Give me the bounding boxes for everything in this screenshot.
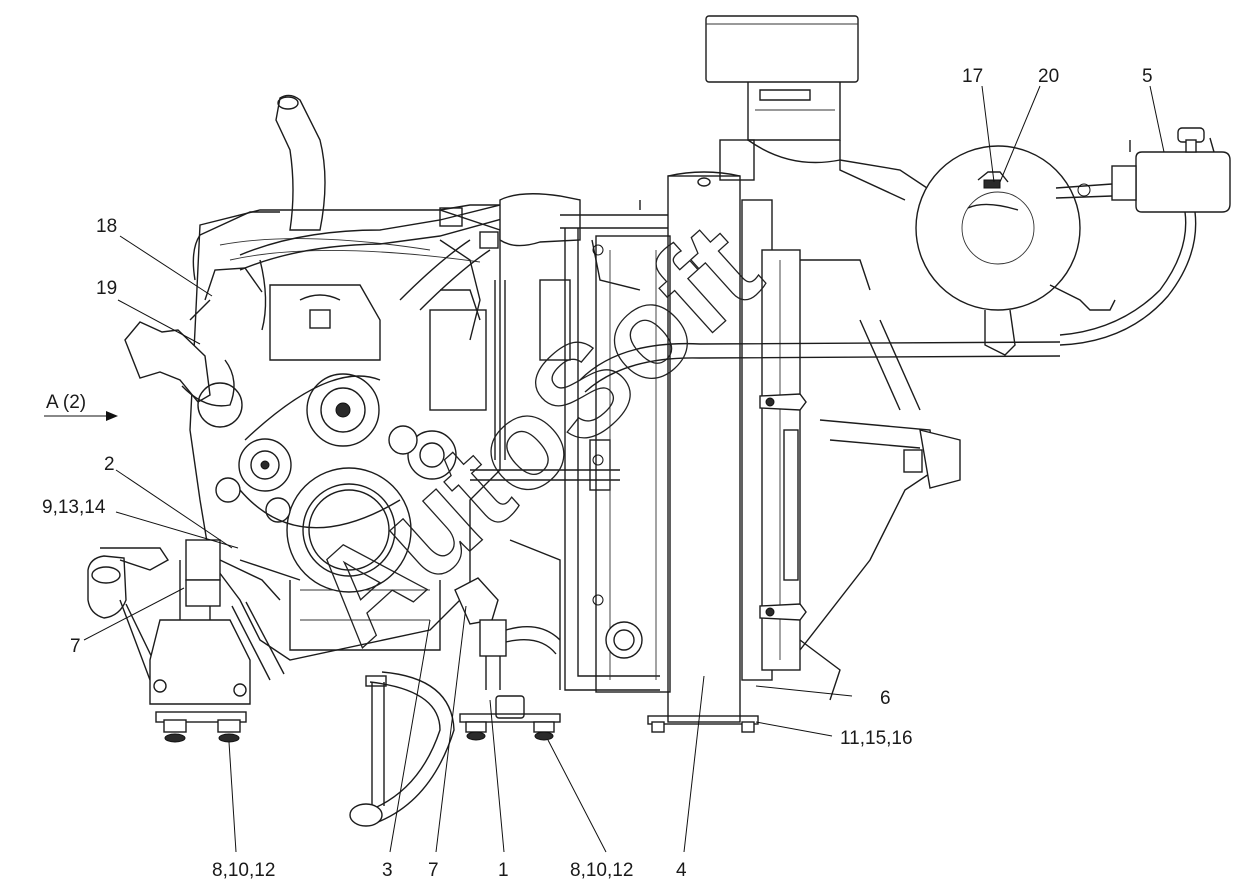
callout-3: 3 [382, 860, 393, 881]
mount-feet [163, 713, 759, 743]
callout-5: 5 [1142, 66, 1153, 87]
radiator-fittings [592, 244, 807, 659]
view-arrow [44, 411, 118, 421]
engine-pulleys [215, 373, 457, 593]
callout-18: 18 [96, 216, 117, 237]
callout-6: 6 [880, 688, 891, 709]
lower-pipe [454, 577, 561, 719]
radiator [595, 139, 871, 723]
callout-20: 20 [1038, 66, 1059, 87]
callout-8-10-12-left: 8,10,12 [212, 860, 275, 881]
callout-11-15-16: 11,15,16 [840, 728, 913, 749]
drain-hose [349, 671, 455, 827]
leader-lines [83, 85, 1165, 853]
air-filter-housing [705, 15, 931, 201]
callout-7-bottom: 7 [428, 860, 439, 881]
callout-1: 1 [498, 860, 509, 881]
radiator-strut [799, 319, 961, 651]
view-arrow-label: A (2) [46, 392, 86, 413]
round-tank [915, 145, 1116, 356]
callout-17: 17 [962, 66, 983, 87]
exhaust-pipe [275, 94, 326, 231]
crossing-pipe [579, 341, 1061, 393]
intake-piping [124, 211, 280, 428]
callout-7-left: 7 [70, 636, 81, 657]
callout-8-10-12-right: 8,10,12 [570, 860, 633, 881]
upper-hoses [239, 193, 581, 311]
expansion-tank [1055, 127, 1231, 346]
callout-19: 19 [96, 278, 117, 299]
engine-block [189, 209, 501, 661]
callout-2: 2 [104, 454, 115, 475]
left-engine-mount [87, 539, 285, 723]
callout-9-13-14: 9,13,14 [42, 497, 106, 518]
frame-tubes [470, 200, 740, 691]
callout-4: 4 [676, 860, 687, 881]
